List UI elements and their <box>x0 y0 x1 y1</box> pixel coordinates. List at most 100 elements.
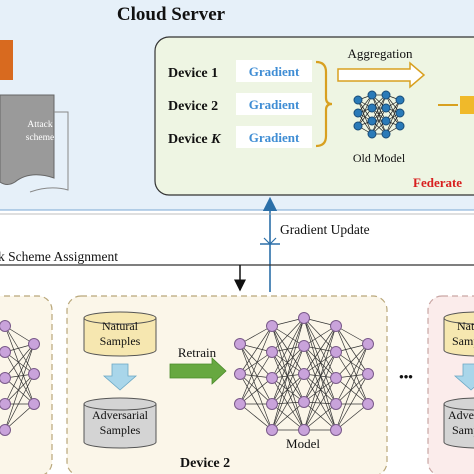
adversarial-samples-cylinder <box>83 397 157 449</box>
model-edge <box>239 351 273 375</box>
model-node <box>330 372 342 384</box>
model-node <box>362 398 374 410</box>
model-node <box>298 396 310 408</box>
model-edge <box>335 325 369 345</box>
gold-block <box>460 96 474 114</box>
left-net-edge <box>4 351 35 405</box>
model-edge <box>271 351 305 375</box>
old-model-node <box>367 90 377 100</box>
left-net-node <box>28 338 40 350</box>
gradient-text-k: Gradient <box>249 130 300 145</box>
model-edge <box>271 377 305 403</box>
model-edge <box>239 343 273 379</box>
model-edge <box>335 325 369 375</box>
model-edge <box>303 345 337 379</box>
model-edge <box>239 403 273 431</box>
old-model-edge <box>371 94 387 135</box>
model-node <box>298 312 310 324</box>
model-edge <box>271 317 305 405</box>
model-edge <box>335 351 369 405</box>
left-net-edge <box>4 343 35 379</box>
model-edge <box>335 343 369 405</box>
model-edge <box>303 401 337 431</box>
device-2-bottom-label: Device 2 <box>180 456 230 471</box>
device-k-label: Device K <box>168 132 222 147</box>
gradient-box-1 <box>236 60 312 82</box>
model-node <box>234 368 246 380</box>
model-edge <box>271 317 305 353</box>
model-edge <box>335 377 369 405</box>
left-net-edge <box>4 351 35 375</box>
device-2-label: Device 2 <box>168 99 218 114</box>
model-edge <box>271 325 305 347</box>
transform-down-arrow <box>102 363 138 391</box>
old-model-node <box>367 129 377 139</box>
model-edge <box>303 373 337 405</box>
right-natural-label-1: Natu <box>457 319 474 333</box>
left-net-node <box>28 398 40 410</box>
left-net-edge <box>4 343 35 405</box>
left-net-edge <box>4 373 35 405</box>
old-model-edge <box>371 94 387 122</box>
model-node <box>298 368 310 380</box>
model-node <box>362 368 374 380</box>
model-node <box>298 340 310 352</box>
model-edge <box>335 343 369 431</box>
model-label: Model <box>286 436 320 451</box>
model-edge <box>271 373 305 405</box>
model-edge <box>271 317 305 431</box>
old-model-node <box>395 95 405 105</box>
model-edge <box>239 325 273 375</box>
adversarial-label-1: Adversarial <box>92 408 149 422</box>
model-edge <box>271 377 305 431</box>
model-edge <box>303 317 337 379</box>
model-edge <box>271 325 305 403</box>
gradient-text-2: Gradient <box>249 97 300 112</box>
model-edge <box>303 325 337 431</box>
model-node <box>330 398 342 410</box>
model-node <box>234 398 246 410</box>
left-net-node <box>0 424 11 436</box>
aggregation-arrow <box>337 61 426 89</box>
model-edge <box>303 373 337 431</box>
gradient-box-2 <box>236 93 312 115</box>
model-network <box>234 312 374 436</box>
model-node <box>266 424 278 436</box>
model-edge <box>335 373 369 405</box>
model-node <box>330 320 342 332</box>
old-model-network <box>353 90 405 139</box>
left-net-node <box>0 320 11 332</box>
right-natural-label-2: Samp <box>452 334 474 348</box>
left-net-edge <box>4 325 35 405</box>
model-edge <box>271 325 305 375</box>
model-node <box>266 398 278 410</box>
model-edge <box>335 351 369 375</box>
model-node <box>330 346 342 358</box>
brace-icon <box>315 60 333 148</box>
old-model-node <box>381 103 391 113</box>
right-adversarial-label-1: Adversa <box>448 408 474 422</box>
model-edge <box>303 345 337 431</box>
model-edge <box>303 403 337 431</box>
model-edge <box>335 373 369 431</box>
old-model-node <box>353 95 363 105</box>
natural-label-1: Natural <box>102 319 139 333</box>
left-device-panel <box>0 295 53 474</box>
model-edge <box>239 325 273 405</box>
model-edge <box>303 317 337 431</box>
retrain-label: Retrain <box>178 345 217 360</box>
adversarial-label-2: Samples <box>100 423 141 437</box>
left-net-edge <box>4 325 35 375</box>
model-edge <box>271 373 305 431</box>
orange-block <box>0 40 13 80</box>
model-edge <box>303 325 337 347</box>
model-edge <box>303 317 337 405</box>
model-edge <box>303 317 337 353</box>
cloud-server-title: Cloud Server <box>117 4 226 25</box>
left-net-node <box>0 372 11 384</box>
attack-label-2: scheme <box>26 133 55 143</box>
model-edge <box>303 325 337 403</box>
model-edge <box>303 377 337 403</box>
model-edge <box>239 343 273 431</box>
